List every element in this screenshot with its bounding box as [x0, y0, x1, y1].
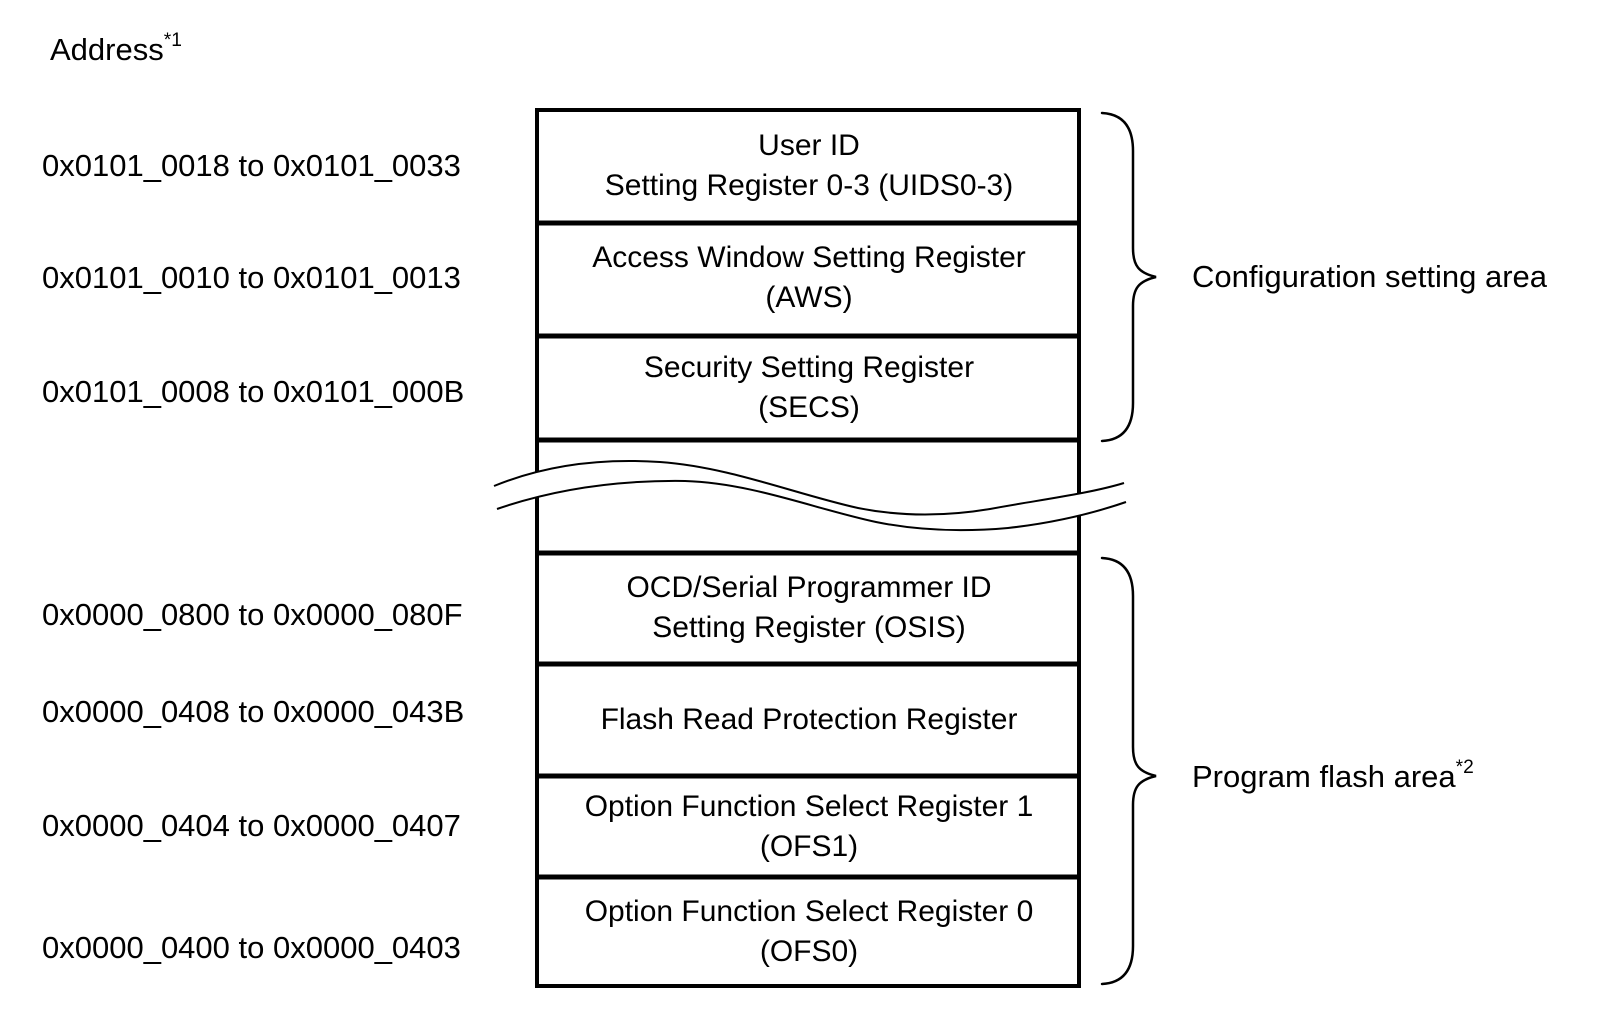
- program-flash-area-label: Program flash area*2: [1192, 757, 1474, 797]
- area-footnote-marker: *2: [1455, 756, 1474, 778]
- register-block-ofs1: Option Function Select Register 1 (OFS1): [541, 787, 1077, 867]
- register-name-line: Option Function Select Register 0: [584, 895, 1034, 928]
- register-block-aws: Access Window Setting Register (AWS): [541, 238, 1077, 318]
- area-label-text: Configuration setting area: [1192, 259, 1548, 294]
- register-name-line: (SECS): [758, 391, 860, 424]
- register-name-line: Setting Register 0-3 (UIDS0-3): [604, 169, 1014, 202]
- address-range-ofs0: 0x0000_0400 to 0x0000_0403: [42, 930, 461, 965]
- address-range-aws: 0x0101_0010 to 0x0101_0013: [42, 260, 461, 295]
- address-range-flash-read-protection: 0x0000_0408 to 0x0000_043B: [42, 694, 465, 729]
- register-name-line: Option Function Select Register 1: [584, 790, 1034, 823]
- register-name-line: (OFS1): [759, 830, 859, 863]
- address-range-osis: 0x0000_0800 to 0x0000_080F: [42, 597, 463, 632]
- register-block-uids: User ID Setting Register 0-3 (UIDS0-3): [541, 126, 1077, 206]
- address-column-title-text: Address: [50, 32, 164, 67]
- register-block-ofs0: Option Function Select Register 0 (OFS0): [541, 892, 1077, 972]
- register-name-line: Access Window Setting Register: [592, 241, 1026, 274]
- area-label-text: Program flash area: [1192, 759, 1456, 794]
- register-block-osis: OCD/Serial Programmer ID Setting Registe…: [541, 568, 1077, 648]
- register-block-secs: Security Setting Register (SECS): [541, 348, 1077, 428]
- register-name-line: OCD/Serial Programmer ID: [626, 571, 992, 604]
- address-range-uids: 0x0101_0018 to 0x0101_0033: [42, 148, 461, 183]
- register-name-line: Setting Register (OSIS): [652, 611, 966, 644]
- address-title-footnote-marker: *1: [163, 29, 182, 51]
- configuration-area-brace: [1100, 111, 1157, 443]
- register-name-line: (OFS0): [759, 935, 859, 968]
- register-name-line: (AWS): [765, 281, 853, 314]
- configuration-setting-area-label: Configuration setting area: [1192, 257, 1547, 297]
- address-column-title: Address*1: [50, 30, 182, 70]
- address-range-ofs1: 0x0000_0404 to 0x0000_0407: [42, 808, 461, 843]
- break-wave-lower: [496, 479, 1127, 532]
- register-name-line: Security Setting Register: [643, 351, 975, 384]
- address-range-secs: 0x0101_0008 to 0x0101_000B: [42, 374, 465, 409]
- break-wave-upper: [493, 459, 1125, 516]
- register-name-line: User ID: [758, 129, 860, 162]
- register-box-separators: [537, 220, 1079, 880]
- register-block-flash-read-protection: Flash Read Protection Register: [541, 700, 1077, 740]
- register-box-outline: [535, 108, 1081, 988]
- program-flash-area-brace: [1100, 556, 1157, 986]
- register-name-line: Flash Read Protection Register: [600, 703, 1018, 736]
